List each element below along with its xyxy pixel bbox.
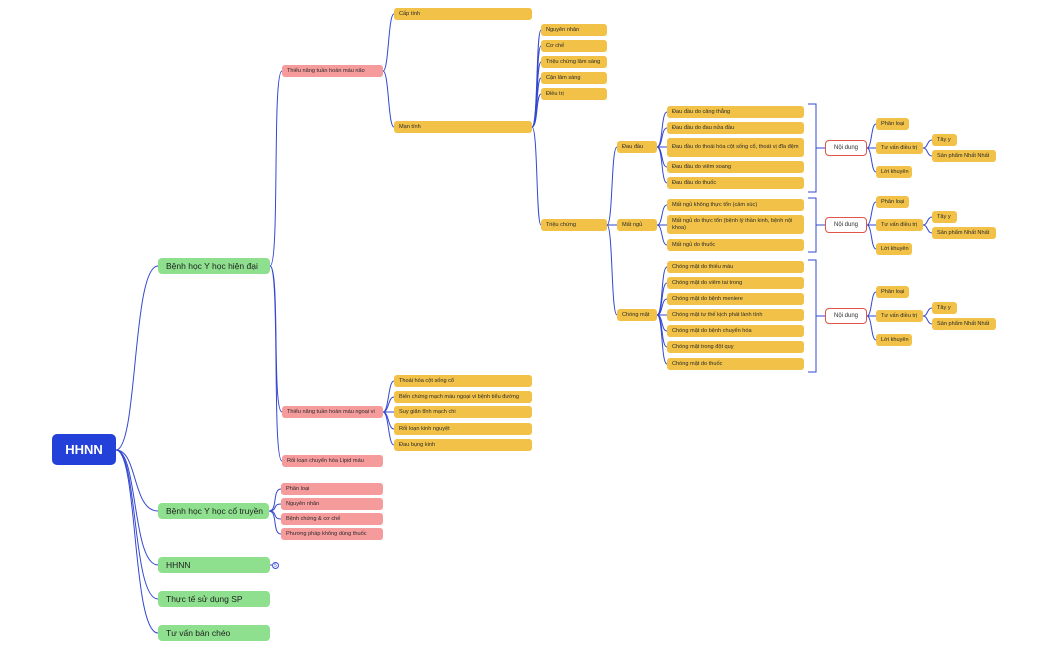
content-product[interactable]: Sản phẩm Nhất Nhất (932, 318, 996, 330)
node-symptoms[interactable]: Triệu chứng (541, 219, 607, 231)
dizziness-item[interactable]: Chóng mặt tư thế kịch phát lành tính (667, 309, 804, 321)
headache-item[interactable]: Đau đầu do viêm xoang (667, 161, 804, 173)
topic-traditional-medicine[interactable]: Bệnh học Y học cổ truyền (158, 503, 269, 519)
content-classify[interactable]: Phân loại (876, 196, 909, 208)
headache-item[interactable]: Đau đầu do thuốc (667, 177, 804, 189)
content-tips[interactable]: Lời khuyên (876, 243, 912, 255)
trad-item[interactable]: Phương pháp không dùng thuốc (281, 528, 383, 540)
topic-cross-selling[interactable]: Tư vấn bán chéo (158, 625, 270, 641)
dizziness-item[interactable]: Chóng mặt do thuốc (667, 358, 804, 370)
chronic-item[interactable]: Điều trị (541, 88, 607, 100)
trad-item[interactable]: Bệnh chứng & cơ chế (281, 513, 383, 525)
dizziness-item[interactable]: Chóng mặt do bệnh chuyển hóa (667, 325, 804, 337)
node-chronic[interactable]: Mạn tính (394, 121, 532, 133)
node-lipid-disorder[interactable]: Rối loạn chuyển hóa Lipid máu (282, 455, 383, 467)
node-headache[interactable]: Đau đầu (617, 141, 657, 153)
content-classify[interactable]: Phân loại (876, 286, 909, 298)
headache-item[interactable]: Đau đầu do thoái hóa cột sống cổ, thoát … (667, 138, 804, 157)
node-peripheral-circulation[interactable]: Thiểu năng tuần hoàn máu ngoại vi (282, 406, 383, 418)
topic-product-usage[interactable]: Thực tế sử dụng SP (158, 591, 270, 607)
chronic-item[interactable]: Nguyên nhân (541, 24, 607, 36)
chronic-item[interactable]: Cơ chế (541, 40, 607, 52)
node-cerebral-circulation[interactable]: Thiểu năng tuần hoàn máu não (282, 65, 383, 77)
content-tips[interactable]: Lời khuyên (876, 166, 912, 178)
content-western[interactable]: Tây y (932, 211, 957, 223)
insomnia-item[interactable]: Mất ngủ không thực tổn (cảm xúc) (667, 199, 804, 211)
dizziness-item[interactable]: Chóng mặt trong đột quỵ (667, 341, 804, 353)
topic-modern-medicine[interactable]: Bệnh học Y học hiện đại (158, 258, 270, 274)
content-advice[interactable]: Tư vấn điều trị (876, 219, 923, 231)
peripheral-item[interactable]: Biến chứng mạch máu ngoại vi bệnh tiểu đ… (394, 391, 532, 403)
peripheral-item[interactable]: Thoái hóa cột sống cổ (394, 375, 532, 387)
node-insomnia[interactable]: Mất ngủ (617, 219, 657, 231)
content-summary-headache[interactable]: Nội dung (825, 140, 867, 156)
node-acute[interactable]: Cấp tính (394, 8, 532, 20)
headache-item[interactable]: Đau đầu do đau nửa đầu (667, 122, 804, 134)
content-western[interactable]: Tây y (932, 134, 957, 146)
insomnia-item[interactable]: Mất ngủ do thực tổn (bệnh lý thần kinh, … (667, 215, 804, 234)
chronic-item[interactable]: Triệu chứng lâm sàng (541, 56, 607, 68)
peripheral-item[interactable]: Rối loạn kinh nguyệt (394, 423, 532, 435)
content-summary-dizziness[interactable]: Nội dung (825, 308, 867, 324)
content-advice[interactable]: Tư vấn điều trị (876, 142, 923, 154)
content-classify[interactable]: Phân loại (876, 118, 909, 130)
trad-item[interactable]: Phân loại (281, 483, 383, 495)
dizziness-item[interactable]: Chóng mặt do bệnh meniere (667, 293, 804, 305)
peripheral-item[interactable]: Đau bụng kinh (394, 439, 532, 451)
content-product[interactable]: Sản phẩm Nhất Nhất (932, 150, 996, 162)
content-product[interactable]: Sản phẩm Nhất Nhất (932, 227, 996, 239)
headache-item[interactable]: Đau đầu do căng thẳng (667, 106, 804, 118)
node-dizziness[interactable]: Chóng mặt (617, 309, 657, 321)
dizziness-item[interactable]: Chóng mặt do thiếu máu (667, 261, 804, 273)
trad-item[interactable]: Nguyên nhân (281, 498, 383, 510)
content-summary-insomnia[interactable]: Nội dung (825, 217, 867, 233)
peripheral-item[interactable]: Suy giãn tĩnh mạch chi (394, 406, 532, 418)
dizziness-item[interactable]: Chóng mặt do viêm tai trong (667, 277, 804, 289)
collapsed-count-badge[interactable]: 5 (272, 562, 279, 569)
content-tips[interactable]: Lời khuyên (876, 334, 912, 346)
root-node[interactable]: HHNN (52, 434, 116, 465)
insomnia-item[interactable]: Mất ngủ do thuốc (667, 239, 804, 251)
content-advice[interactable]: Tư vấn điều trị (876, 310, 923, 322)
content-western[interactable]: Tây y (932, 302, 957, 314)
chronic-item[interactable]: Cận lâm sàng (541, 72, 607, 84)
topic-hhnn[interactable]: HHNN (158, 557, 270, 573)
